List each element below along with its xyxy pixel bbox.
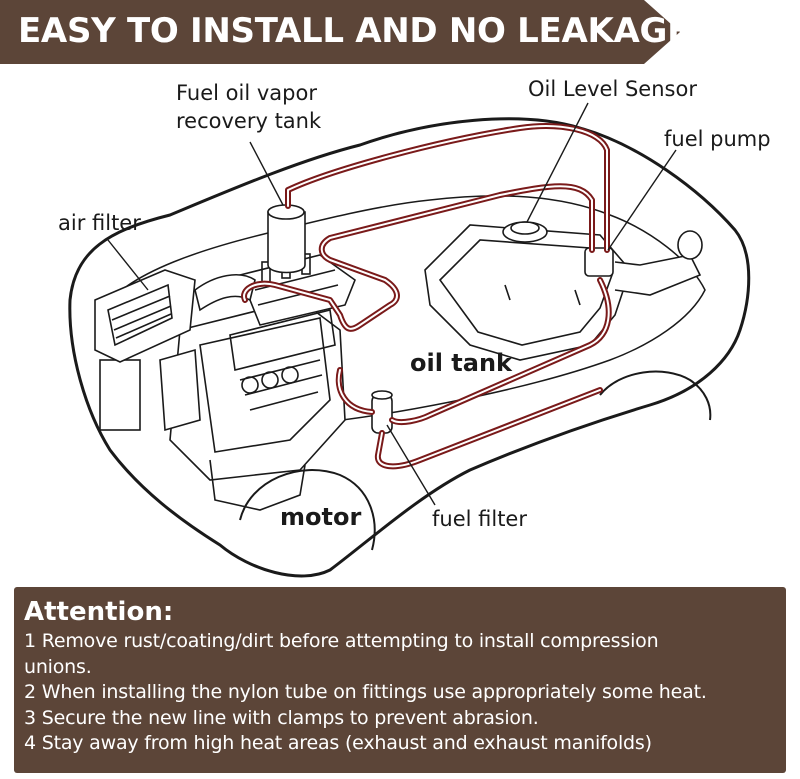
header-banner: EASY TO INSTALL AND NO LEAKAGE	[0, 0, 691, 64]
car-body-outline	[68, 117, 751, 578]
air-filter-box	[94, 269, 256, 363]
label-air-filter: air filter	[58, 211, 141, 235]
car-illustration	[68, 102, 751, 578]
label-vapor-tank-line2: recovery tank	[176, 109, 322, 133]
banner-shape	[0, 0, 680, 64]
engine-block	[99, 253, 356, 511]
label-oil-tank: oil tank	[410, 349, 513, 377]
attention-panel: Attention: 1 Remove rust/coating/dirt be…	[14, 587, 786, 773]
fuel-lines	[241, 123, 612, 470]
attention-line: 4 Stay away from high heat areas (exhaus…	[24, 732, 652, 754]
fuel-system-diagram: Fuel oil vapor recovery tank Oil Level S…	[0, 64, 800, 584]
label-vapor-tank-line1: Fuel oil vapor	[176, 81, 317, 105]
vapor-recovery-tank	[267, 204, 306, 274]
attention-line: 2 When installing the nylon tube on fitt…	[24, 681, 707, 703]
oil-tank	[424, 221, 631, 361]
banner-title: EASY TO INSTALL AND NO LEAKAGE	[18, 11, 691, 51]
attention-title: Attention:	[24, 597, 174, 627]
leader-lines	[107, 102, 677, 506]
label-fuel-pump: fuel pump	[664, 127, 771, 151]
label-oil-level-sensor: Oil Level Sensor	[528, 77, 697, 101]
attention-line: 1 Remove rust/coating/dirt before attemp…	[24, 630, 659, 652]
label-motor: motor	[280, 503, 362, 531]
fuel-pump	[584, 230, 703, 296]
label-fuel-filter: fuel filter	[432, 507, 527, 531]
attention-line: 3 Secure the new line with clamps to pre…	[24, 706, 539, 729]
attention-line: unions.	[24, 655, 92, 678]
